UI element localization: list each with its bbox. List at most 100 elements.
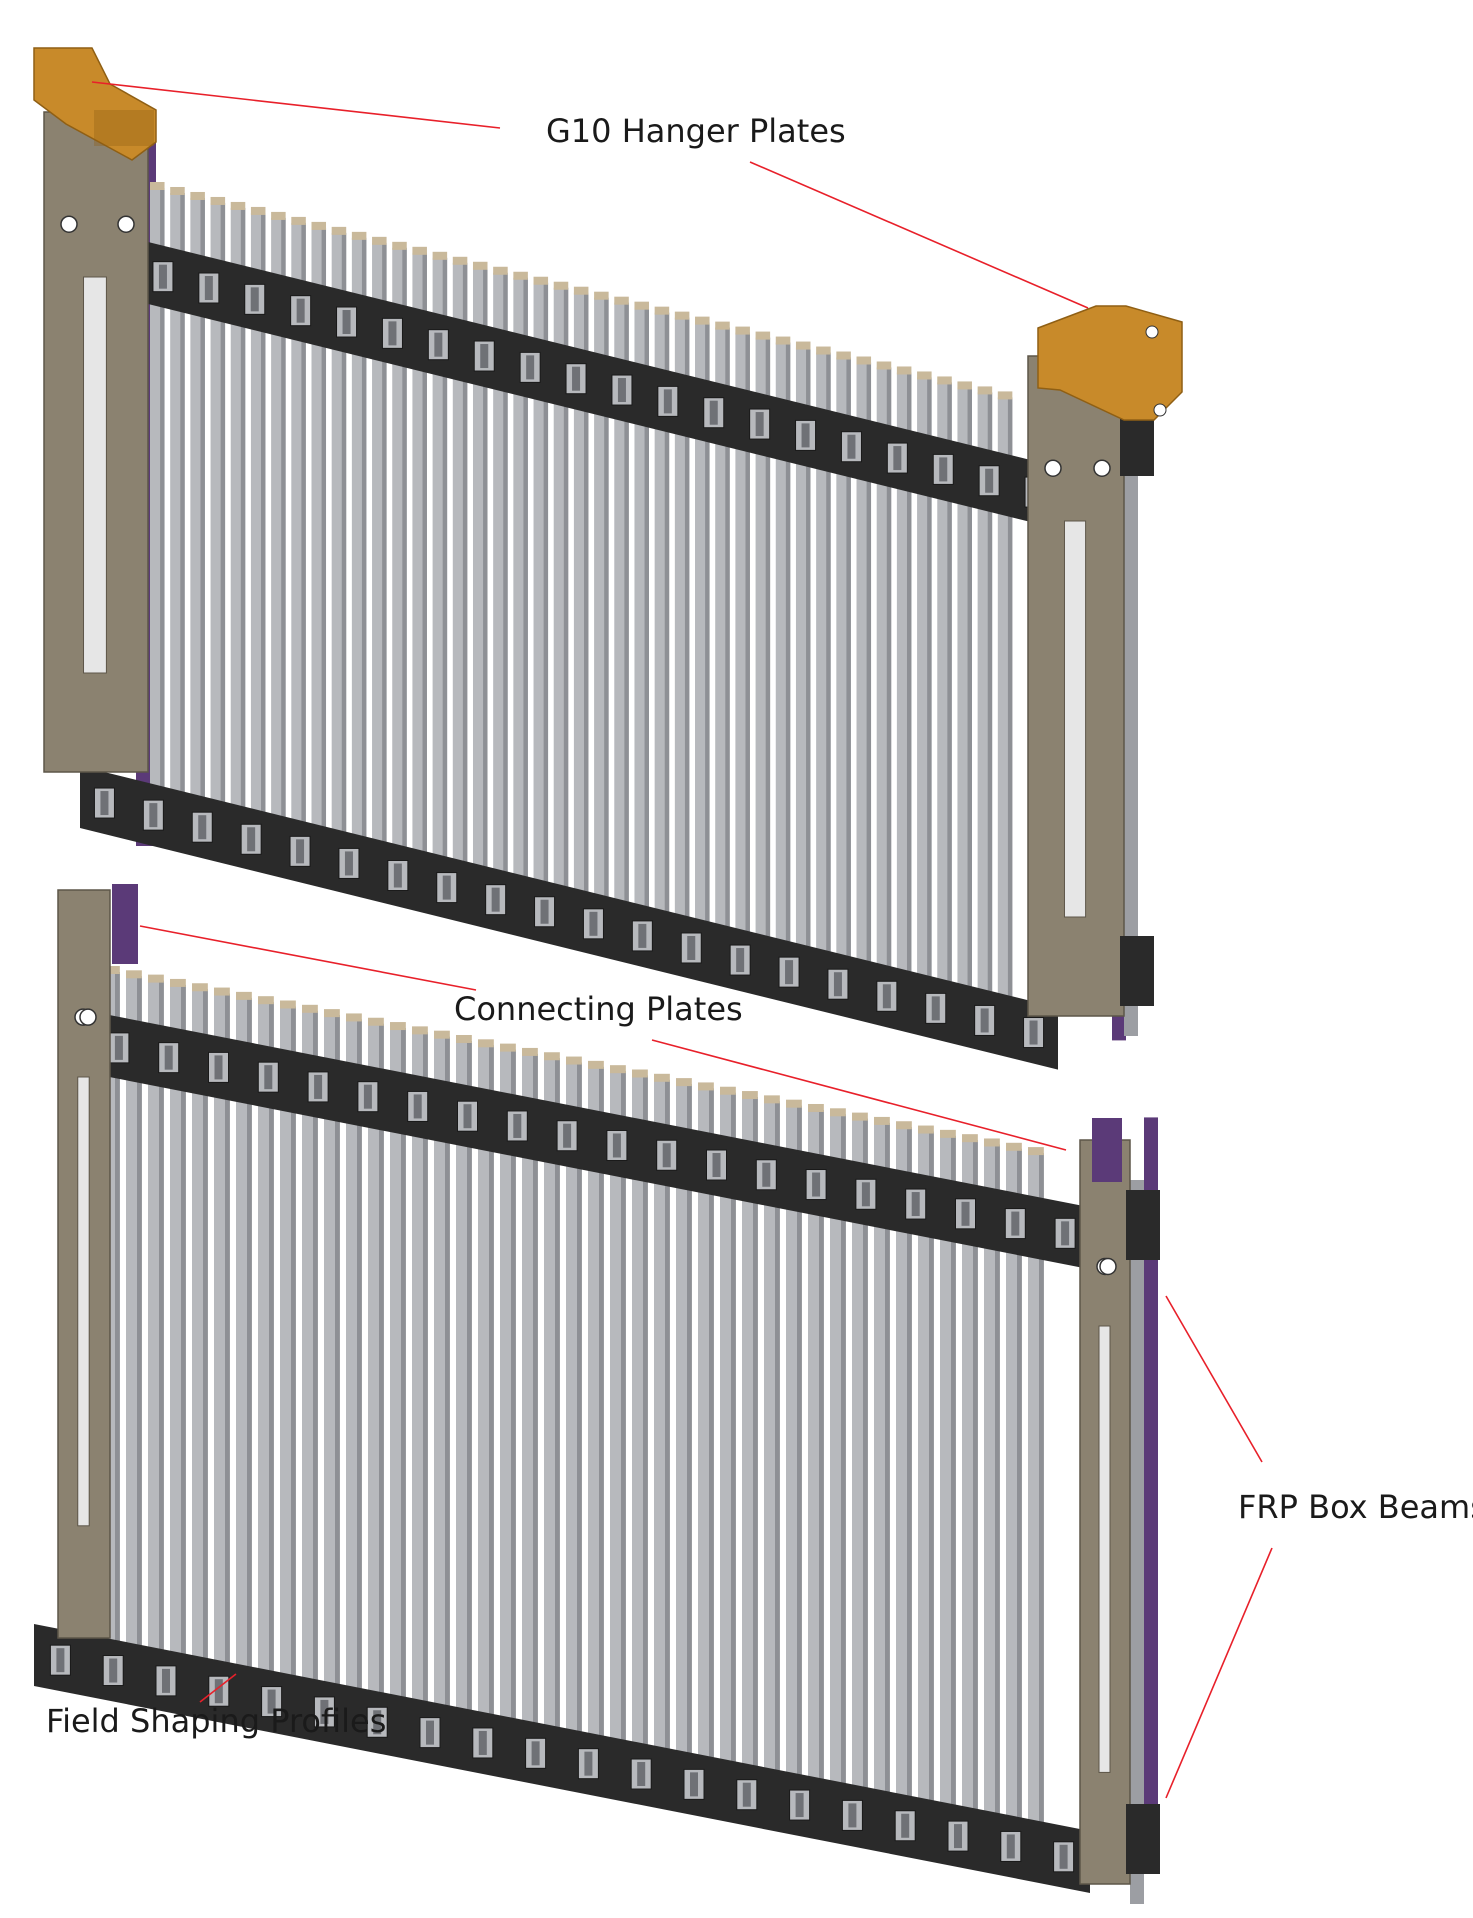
box-beam-window-inner bbox=[931, 996, 940, 1021]
field-shaping-profile-shadow bbox=[765, 337, 771, 976]
field-shaping-profile-shadow bbox=[220, 202, 226, 841]
box-beam-window-inner bbox=[847, 434, 856, 459]
side-plate-right-edge bbox=[1124, 396, 1138, 1036]
field-shaping-profile-cap bbox=[271, 211, 286, 220]
box-beam-window-inner bbox=[442, 875, 451, 900]
field-shaping-profile-shadow bbox=[269, 1002, 274, 1683]
field-shaping-profile-shadow bbox=[361, 237, 367, 876]
field-shaping-profile-shadow bbox=[357, 1019, 362, 1700]
box-beam-window-inner bbox=[1059, 1844, 1068, 1869]
field-shaping-profile-shadow bbox=[745, 332, 750, 971]
field-shaping-profile-shadow bbox=[240, 207, 246, 846]
field-shaping-profile-shadow bbox=[687, 1084, 692, 1765]
box-beam-window-inner bbox=[801, 423, 810, 448]
field-shaping-profile-shadow bbox=[1007, 397, 1013, 1036]
box-beam-window-inner bbox=[985, 468, 994, 493]
field-shaping-profile-shadow bbox=[753, 1097, 758, 1778]
field-shaping-profile-cap bbox=[1006, 1142, 1022, 1151]
lower-field-cage-module bbox=[34, 884, 1160, 1904]
field-shaping-profile-cap bbox=[720, 1086, 736, 1095]
box-beam-window-inner bbox=[540, 899, 549, 924]
box-beam-window-inner bbox=[463, 1104, 472, 1129]
box-beam-end-cap bbox=[1126, 1190, 1160, 1260]
box-beam-window-inner bbox=[901, 1813, 910, 1838]
field-shaping-profile-shadow bbox=[489, 1045, 494, 1726]
field-shaping-profile-cap bbox=[412, 1026, 428, 1035]
box-beam-window-inner bbox=[434, 332, 443, 357]
field-shaping-profile-shadow bbox=[203, 989, 208, 1670]
field-shaping-profile-shadow bbox=[643, 1075, 648, 1756]
field-shaping-profile-cap bbox=[654, 306, 670, 315]
field-shaping-profile-shadow bbox=[382, 242, 387, 881]
field-shaping-profile-cap bbox=[594, 291, 609, 300]
field-shaping-profile-shadow bbox=[225, 993, 230, 1674]
field-shaping-profile-shadow bbox=[731, 1092, 736, 1773]
box-beam-window-inner bbox=[637, 1762, 646, 1787]
field-shaping-profile-cap bbox=[856, 356, 872, 365]
field-shaping-profile-cap bbox=[311, 221, 327, 230]
field-shaping-profile-cap bbox=[412, 246, 427, 255]
field-shaping-profile-shadow bbox=[947, 382, 952, 1021]
box-beam-window-inner bbox=[198, 815, 207, 840]
field-shaping-profile-cap bbox=[214, 987, 230, 996]
leader-connecting-left bbox=[139, 925, 477, 991]
label-field-shaping-profiles: Field Shaping Profiles bbox=[46, 1702, 386, 1740]
frp-box-beam-bottom bbox=[80, 766, 1058, 1070]
field-shaping-profile-cap bbox=[533, 276, 549, 285]
field-shaping-profile-cap bbox=[614, 296, 629, 305]
field-shaping-profile-cap bbox=[634, 301, 649, 310]
field-shaping-profile-cap bbox=[852, 1112, 868, 1121]
field-shaping-profile-cap bbox=[170, 186, 185, 195]
field-shaping-profile-shadow bbox=[624, 302, 629, 941]
field-shaping-profile-cap bbox=[456, 1034, 472, 1043]
box-beam-window-inner bbox=[954, 1824, 962, 1849]
box-beam-window-inner bbox=[149, 803, 158, 828]
side-plate-hole bbox=[79, 1008, 97, 1026]
box-beam-window-inner bbox=[264, 1065, 273, 1090]
field-shaping-profile-cap bbox=[836, 351, 851, 360]
field-shaping-profile-shadow bbox=[483, 267, 488, 906]
field-shaping-profile-cap bbox=[632, 1069, 648, 1078]
box-beam-window-inner bbox=[413, 1094, 422, 1119]
field-shaping-profile-shadow bbox=[599, 1066, 604, 1747]
box-beam-window-inner bbox=[1006, 1834, 1015, 1859]
side-plate-right-edge bbox=[1130, 1180, 1144, 1904]
box-beam-window-inner bbox=[1011, 1211, 1020, 1236]
box-beam-end-cap bbox=[1126, 1804, 1160, 1874]
box-beam-window-inner bbox=[961, 1201, 970, 1226]
field-shaping-profile-cap bbox=[170, 978, 186, 987]
field-shaping-profile-cap bbox=[830, 1108, 846, 1117]
side-plate-left-slot bbox=[77, 1076, 90, 1527]
box-beam-window-inner bbox=[848, 1803, 857, 1828]
box-beam-window-inner bbox=[742, 1782, 751, 1807]
field-shaping-profile-shadow bbox=[321, 227, 327, 866]
field-shaping-profile-shadow bbox=[200, 197, 205, 836]
field-shaping-profile-cap bbox=[715, 321, 730, 330]
field-shaping-profile-shadow bbox=[159, 980, 164, 1661]
field-shaping-profile-cap bbox=[742, 1091, 758, 1100]
field-shaping-profile-cap bbox=[544, 1052, 560, 1061]
field-shaping-profile-cap bbox=[190, 191, 205, 200]
field-shaping-profile-cap bbox=[478, 1039, 494, 1048]
box-beam-window-inner bbox=[342, 310, 351, 335]
box-beam-window-inner bbox=[572, 366, 581, 391]
field-shaping-profile-cap bbox=[1028, 1147, 1044, 1156]
field-shaping-profile-cap bbox=[896, 366, 912, 375]
field-shaping-profile-cap bbox=[210, 196, 226, 205]
side-plate-right-slot bbox=[1098, 1325, 1111, 1773]
field-shaping-profile-shadow bbox=[806, 347, 811, 986]
box-beam-window-inner bbox=[617, 378, 626, 403]
field-shaping-profile-shadow bbox=[907, 1127, 912, 1808]
leader-connecting-right bbox=[651, 1039, 1067, 1151]
box-beam-window-inner bbox=[214, 1679, 223, 1704]
field-shaping-profile-shadow bbox=[402, 247, 407, 886]
leader-profiles bbox=[199, 1673, 237, 1703]
field-shaping-profile-shadow bbox=[819, 1109, 824, 1790]
field-shaping-profile-cap bbox=[302, 1004, 318, 1013]
box-beam-window-inner bbox=[480, 344, 489, 369]
box-beam-window-inner bbox=[833, 972, 842, 997]
field-shaping-profile-shadow bbox=[967, 387, 972, 1026]
field-shaping-profile-shadow bbox=[621, 1071, 626, 1752]
field-shaping-profile-cap bbox=[331, 226, 347, 235]
